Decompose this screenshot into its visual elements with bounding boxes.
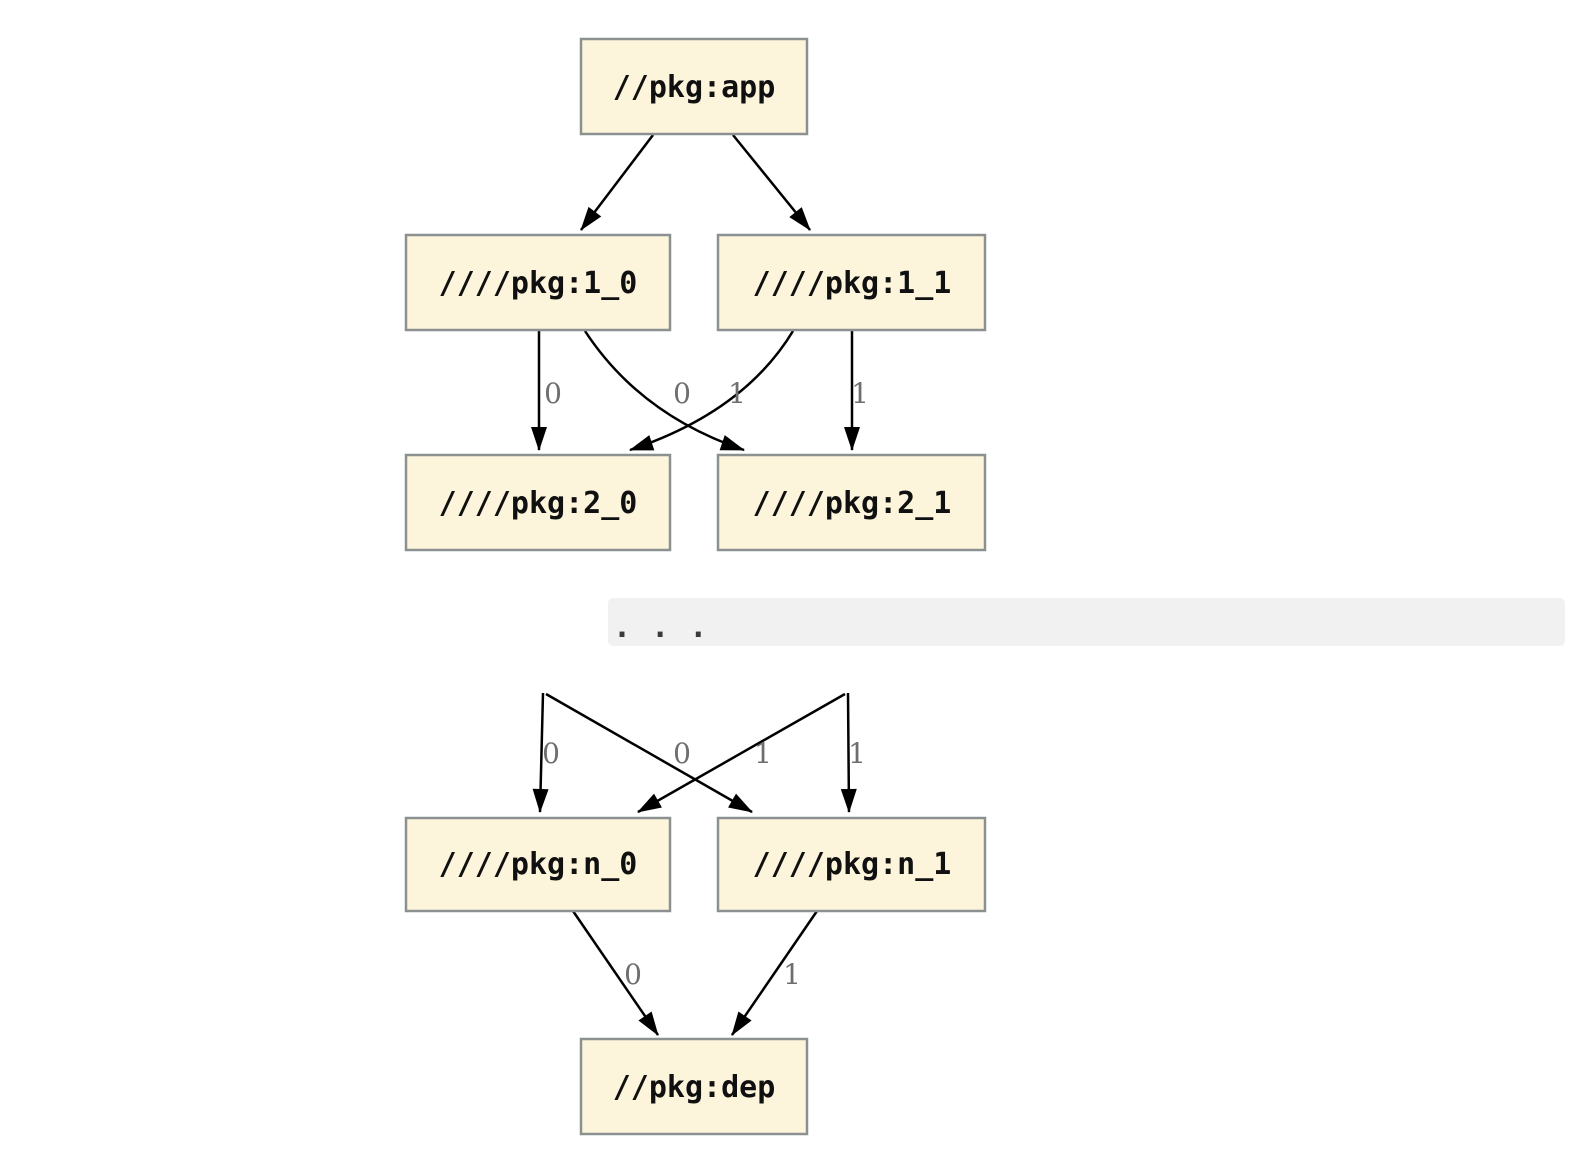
edge-label-1_0-2_1: 1 [728, 377, 746, 410]
node-1_1-box [716, 233, 987, 332]
node-2_0-label: ////pkg:2_0 [439, 486, 638, 521]
edge-label-n_1-dep: 1 [783, 958, 801, 991]
node-2_1-label: ////pkg:2_1 [753, 486, 952, 521]
edge-label-n_0-cross: 0 [673, 737, 691, 770]
edge-label-group: 0 0 1 1 0 0 1 1 0 1 [542, 377, 869, 991]
node-2_0: ////pkg:2_0 [404, 453, 672, 552]
node-1_1-label: ////pkg:1_1 [753, 266, 952, 301]
node-n_0-label: ////pkg:n_0 [439, 847, 638, 882]
node-1_0-label: ////pkg:1_0 [439, 266, 638, 301]
node-n_0-box [404, 816, 672, 913]
edge-n_1-to-dep [730, 910, 819, 1036]
node-app-box [579, 37, 809, 136]
edge-ellipsis-to-n_1-right [840, 692, 857, 813]
edge-label-1_1-2_0: 0 [673, 377, 691, 410]
node-n_1: ////pkg:n_1 [716, 816, 987, 913]
node-2_0-box [404, 453, 672, 552]
edge-ellipsis-to-n_1-cross [545, 692, 753, 814]
node-2_1: ////pkg:2_1 [716, 453, 987, 552]
ellipsis-band: . . . [608, 598, 1565, 646]
node-1_0-box [404, 233, 672, 332]
edge-ellipsis-to-n_0-left [532, 692, 549, 813]
edge-app-to-1_1 [732, 134, 811, 231]
edge-n_0-to-dep [571, 910, 660, 1036]
edge-1_0-to-2_1 [583, 330, 745, 452]
node-n_1-label: ////pkg:n_1 [753, 847, 952, 882]
ellipsis-band-box [608, 598, 1565, 646]
edge-ellipsis-to-n_0-cross [637, 692, 846, 814]
edge-label-1_0-2_0: 0 [544, 377, 562, 410]
node-app-label: //pkg:app [613, 70, 776, 105]
ellipsis-text: . . . [613, 610, 708, 645]
edge-label-n_1-right: 1 [848, 737, 866, 770]
edge-label-1_1-2_1: 1 [851, 377, 869, 410]
node-dep-box [579, 1037, 809, 1136]
node-1_1: ////pkg:1_1 [716, 233, 987, 332]
node-app: //pkg:app [579, 37, 809, 136]
node-2_1-box [716, 453, 987, 552]
edge-label-n_1-cross: 1 [754, 737, 772, 770]
edge-label-n_0-left: 0 [542, 737, 560, 770]
node-dep-label: //pkg:dep [613, 1070, 776, 1105]
node-1_0: ////pkg:1_0 [404, 233, 672, 332]
node-n_0: ////pkg:n_0 [404, 816, 672, 913]
edge-label-n_0-dep: 0 [624, 958, 642, 991]
edge-group [531, 134, 860, 1036]
edge-app-to-1_0 [580, 134, 654, 231]
node-dep: //pkg:dep [579, 1037, 809, 1136]
node-n_1-box [716, 816, 987, 913]
edge-1_1-to-2_0 [629, 330, 795, 452]
